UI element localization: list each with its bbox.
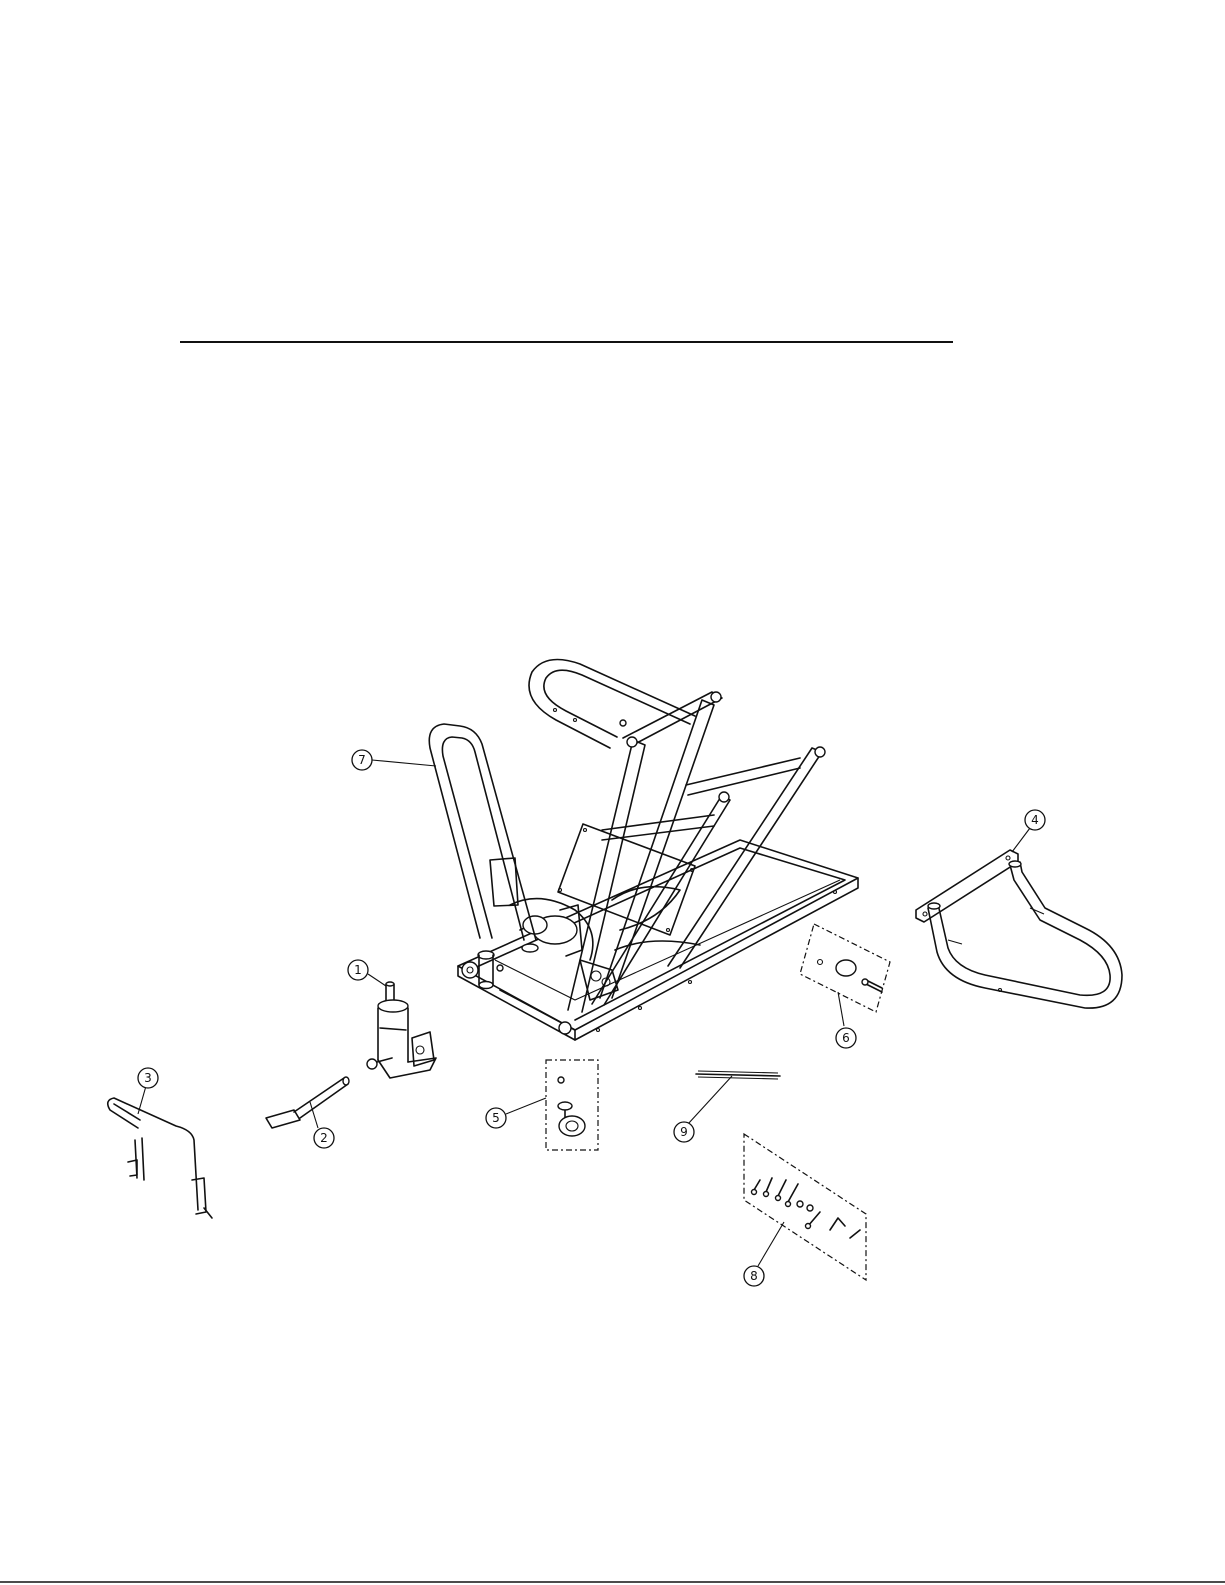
hydraulic-cylinder-icon bbox=[367, 982, 436, 1078]
callout-5-label: 5 bbox=[492, 1111, 500, 1125]
callout-1: 1 bbox=[348, 960, 386, 986]
callout-8: 8 bbox=[744, 1222, 784, 1286]
callout-9: 9 bbox=[674, 1076, 732, 1142]
callout-4-label: 4 bbox=[1031, 813, 1039, 827]
callout-7-label: 7 bbox=[358, 753, 366, 767]
foot-pedal-icon bbox=[266, 1077, 349, 1128]
side-extension-icon bbox=[916, 850, 1122, 1008]
callout-9-label: 9 bbox=[680, 1125, 688, 1139]
callout-3-label: 3 bbox=[144, 1071, 152, 1085]
callout-4: 4 bbox=[1012, 810, 1045, 852]
callout-2-label: 2 bbox=[320, 1131, 328, 1145]
callout-5: 5 bbox=[486, 1098, 546, 1128]
callout-1-label: 1 bbox=[354, 963, 362, 977]
handle-bar-icon bbox=[108, 1098, 212, 1218]
callout-7: 7 bbox=[352, 750, 436, 770]
callout-6: 6 bbox=[836, 992, 856, 1048]
callout-8-label: 8 bbox=[750, 1269, 758, 1283]
callout-3: 3 bbox=[138, 1068, 158, 1114]
lift-frame-icon bbox=[429, 660, 858, 1041]
threaded-rod-icon bbox=[696, 1071, 780, 1079]
caster-wheel-icon bbox=[546, 1060, 598, 1150]
callout-6-label: 6 bbox=[842, 1031, 850, 1045]
hardware-kit-icon bbox=[800, 924, 890, 1012]
